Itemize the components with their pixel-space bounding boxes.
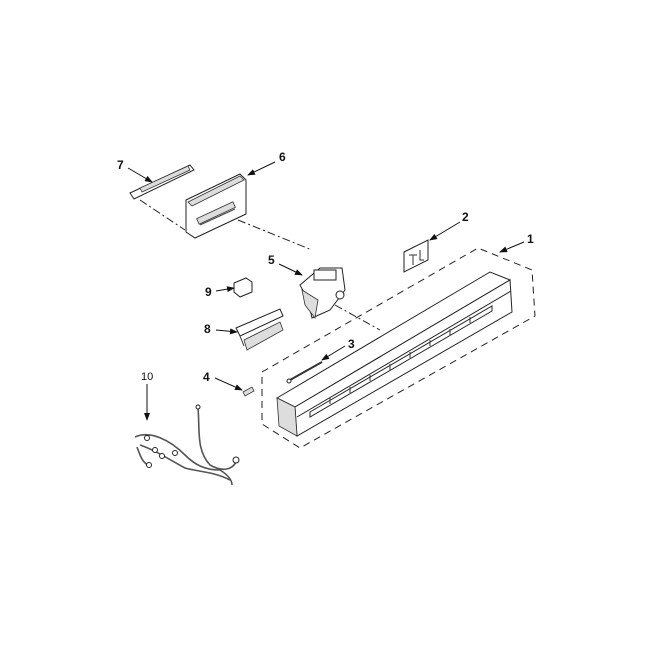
callout-10: 10 (141, 371, 153, 383)
callout-9: 9 (205, 285, 212, 299)
callout-1: 1 (527, 232, 534, 246)
callout-3: 3 (348, 337, 355, 351)
part-8-holder (235, 308, 284, 351)
part-2-label-plate (403, 239, 429, 273)
part-9-clip (233, 277, 253, 298)
console-outline-box (261, 247, 536, 449)
part-3-rod (286, 361, 323, 384)
leader-2 (429, 221, 461, 241)
callout-2: 2 (462, 210, 469, 224)
leader-3 (321, 345, 346, 361)
leader-4 (214, 377, 243, 391)
callout-4: 4 (203, 370, 210, 384)
part-1-console-panel (275, 271, 513, 437)
leader-5 (278, 263, 303, 276)
leader-1 (499, 241, 525, 253)
part-6-control-board (185, 173, 247, 239)
assembly-line-6-5 (237, 219, 313, 251)
leader-7 (127, 167, 153, 183)
leader-8 (215, 328, 238, 335)
part-10-wire-harness (134, 404, 240, 486)
leader-9 (215, 286, 235, 293)
callout-8: 8 (204, 322, 211, 336)
callout-6: 6 (279, 150, 286, 164)
part-4-screw (242, 386, 255, 397)
callout-5: 5 (268, 253, 275, 267)
leader-6 (247, 161, 276, 176)
part-7-bracket (129, 164, 195, 200)
callout-7: 7 (117, 158, 124, 172)
part-5-switch-assembly (299, 267, 346, 319)
assembly-line-7-6 (139, 199, 186, 231)
